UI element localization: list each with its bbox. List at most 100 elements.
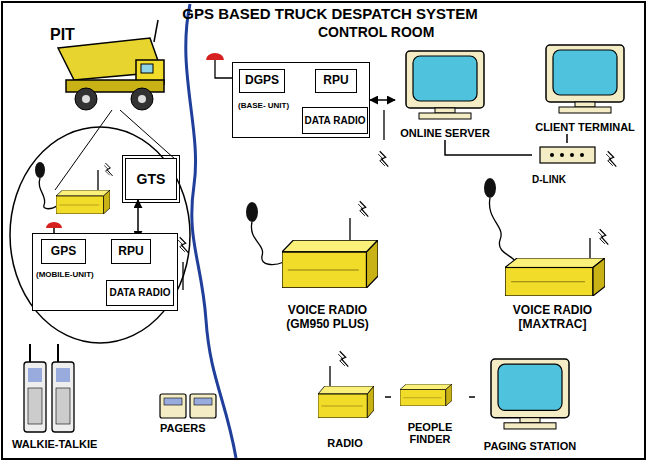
- component-box: DATA RADIO: [106, 280, 174, 306]
- text-label: WALKIE-TALKIE: [12, 438, 97, 450]
- network-switch: [570, 153, 574, 157]
- terminal-box: GTS: [125, 158, 177, 200]
- component-box: GPS: [41, 239, 86, 264]
- node-text: DATA RADIO: [305, 115, 366, 127]
- base-antenna: [206, 53, 224, 60]
- walkie-talkie: [56, 388, 70, 424]
- walkie-talkie: [28, 388, 42, 424]
- dump-truck: [141, 64, 153, 73]
- dump-truck: [154, 20, 158, 42]
- node-text: DATA RADIO: [110, 287, 171, 299]
- walkie-talkie: [24, 344, 74, 432]
- network-switch: [550, 153, 554, 157]
- node-text: D-LINK: [532, 174, 566, 186]
- voice-radio: [484, 178, 496, 198]
- base-antenna: [215, 60, 232, 78]
- component-box: DGPS: [239, 69, 285, 93]
- node-text: (BASE- UNIT): [238, 101, 289, 110]
- radio-device: RADIO: [305, 370, 385, 450]
- walkie-talkie: [57, 344, 59, 362]
- computer-monitor: [546, 45, 624, 113]
- paging-radio: [400, 384, 452, 406]
- computer-monitor: CLIENT TERMINAL: [531, 42, 639, 134]
- paging-radio: [329, 366, 330, 386]
- connector-line: [385, 396, 391, 398]
- base-antenna: [378, 151, 388, 166]
- truck-unit-ellipse: [10, 127, 190, 343]
- walkie-talkie: [56, 368, 70, 382]
- node-text: VOICE RADIO: [513, 304, 592, 318]
- base-antenna: [206, 53, 388, 167]
- node-text: GTS: [137, 171, 166, 187]
- voice-radio: [489, 198, 514, 260]
- leader-line: [55, 110, 112, 190]
- voice-radio: [349, 218, 350, 240]
- node-text: (MOBILE-UNIT): [36, 270, 94, 279]
- mobile-antennas: [46, 222, 62, 228]
- text-label: PIT: [50, 26, 75, 44]
- node-text: GPS: [51, 245, 76, 259]
- voice-radio: [246, 202, 258, 222]
- voice-radio: [598, 229, 608, 244]
- node-text: ONLINE SERVER: [400, 127, 490, 140]
- mobile-voice-radio: [35, 162, 113, 214]
- network-switch: [606, 151, 616, 166]
- component-box: RPU: [111, 239, 151, 264]
- unit-box: (MOBILE-UNIT) GPS RPU DATA RADIO: [32, 233, 178, 311]
- network-switch: [540, 147, 616, 167]
- mobile-antennas: [178, 237, 188, 252]
- voice-radio: [251, 222, 284, 264]
- paging-radio: [318, 386, 374, 418]
- unit-box: (BASE- UNIT) DGPS RPU DATA RADIO: [232, 62, 370, 138]
- computer-monitor: [406, 51, 484, 119]
- leader-line: [120, 110, 176, 160]
- node-text: CLIENT TERMINAL: [535, 121, 635, 134]
- network-switch: [540, 147, 595, 163]
- dump-truck: [138, 95, 146, 103]
- text-label: PAGERS: [160, 422, 206, 434]
- voice-radio: [505, 258, 605, 296]
- voice-radio: [282, 240, 378, 288]
- mobile-antennas: [182, 262, 183, 290]
- connector-line: [469, 396, 475, 398]
- mobile-voice-radio: [35, 162, 45, 178]
- connector-line: [566, 134, 568, 143]
- node-text: PEOPLE FINDER: [391, 421, 469, 446]
- node-text: RPU: [323, 74, 348, 88]
- voice-radio: [358, 201, 368, 216]
- mobile-voice-radio: [104, 163, 113, 176]
- node-text: RADIO: [327, 437, 362, 450]
- pager: [190, 394, 216, 418]
- dump-truck: [75, 88, 97, 110]
- computer-monitor: [406, 45, 624, 429]
- pager: [160, 394, 186, 418]
- mobile-voice-radio: [56, 190, 110, 214]
- walkie-talkie: [52, 362, 74, 432]
- network-switch: [580, 153, 584, 157]
- walkie-talkie: [24, 362, 46, 432]
- network-switch: [560, 153, 564, 157]
- walkie-talkie: [28, 368, 42, 382]
- connector-line: [445, 140, 532, 155]
- voice-radio: VOICE RADIO[MAXTRAC]: [485, 250, 620, 332]
- pager: [164, 398, 182, 405]
- network-switch: D-LINK: [532, 143, 602, 185]
- voice-radio: VOICE RADIO(GM950 PLUS): [265, 200, 390, 332]
- walkie-talkie: [29, 344, 31, 362]
- node-text: PAGING STATION: [484, 440, 576, 453]
- computer-monitor: ONLINE SERVER: [395, 48, 495, 140]
- dump-truck: [131, 88, 153, 110]
- voice-radio: [246, 178, 608, 296]
- voice-radio: [589, 238, 590, 258]
- text-label: CONTROL ROOM: [318, 24, 434, 40]
- node-text: VOICE RADIO: [288, 304, 367, 318]
- node-text: (GM950 PLUS): [286, 318, 369, 332]
- people-finder: PEOPLE FINDER: [391, 380, 469, 446]
- node-text: [MAXTRAC]: [519, 318, 587, 332]
- paging-radio: [318, 351, 452, 418]
- mobile-voice-radio: [39, 178, 58, 209]
- base-antenna: [383, 110, 384, 140]
- diagram-title: GPS BASED TRUCK DESPATCH SYSTEM: [150, 5, 510, 22]
